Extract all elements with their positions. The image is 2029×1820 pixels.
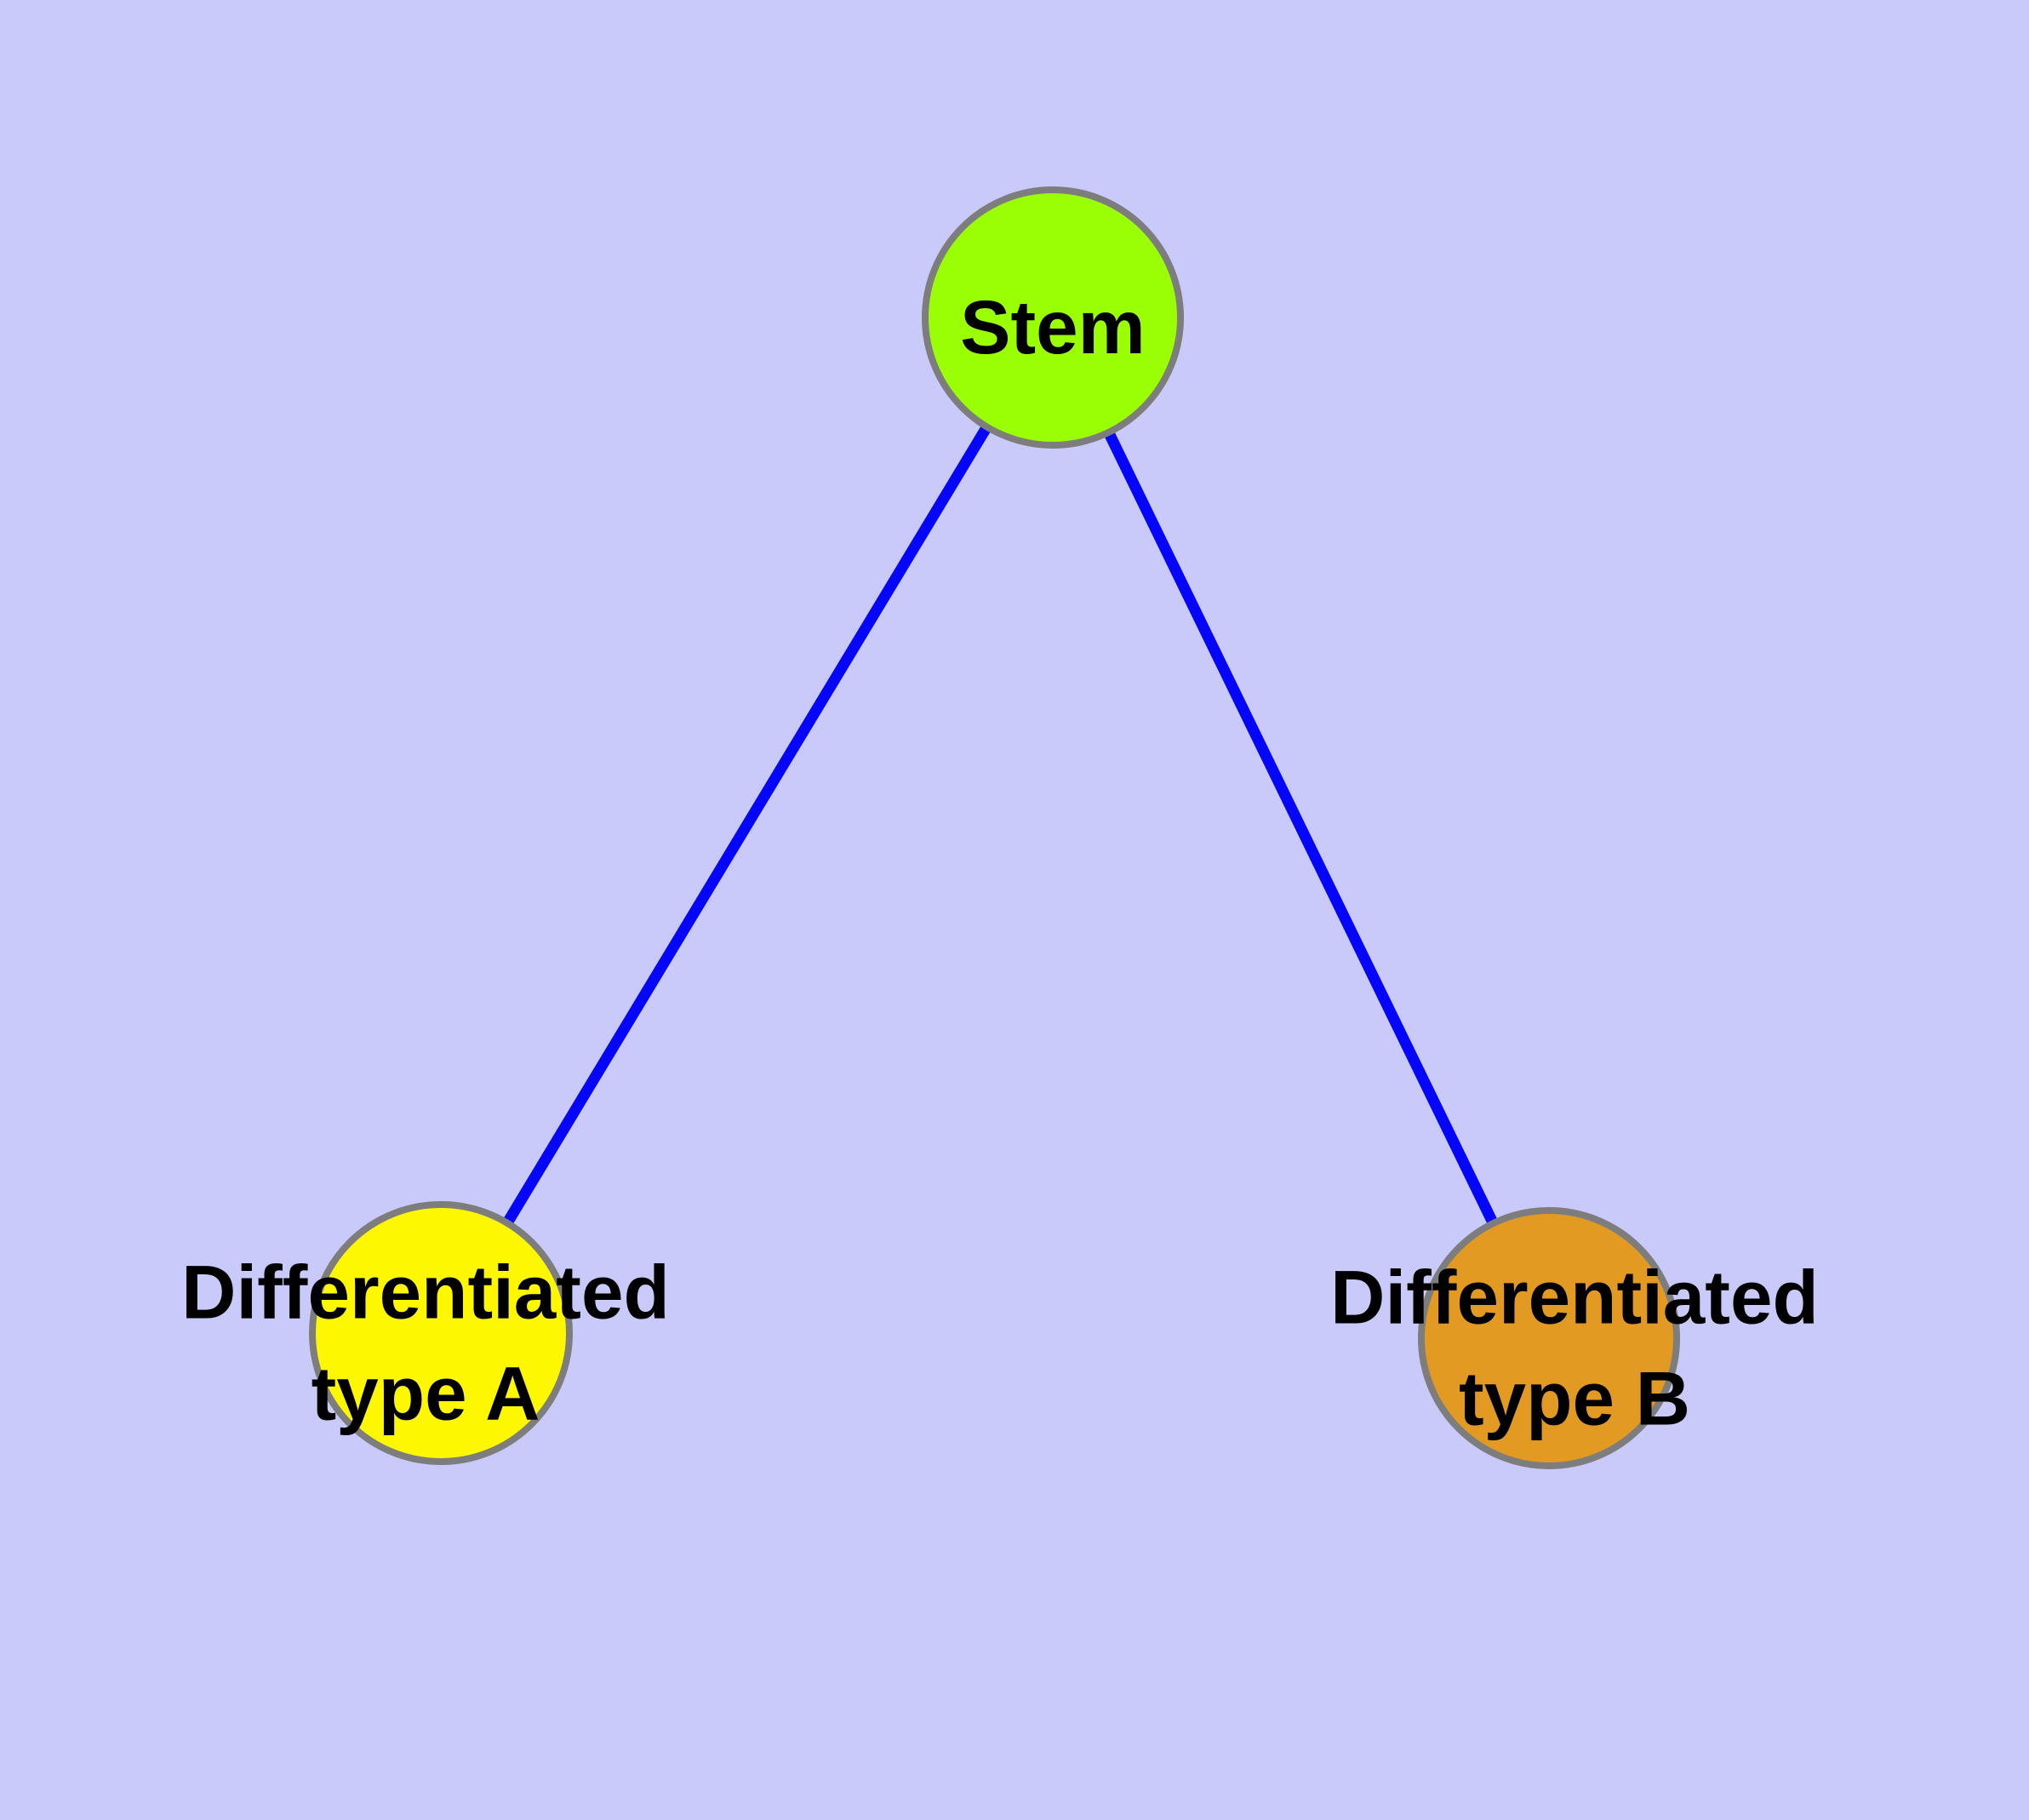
node-label-differentiated-type-a-line-1: Differentiated <box>181 1250 670 1335</box>
node-label-stem-line-1: Stem <box>960 284 1146 369</box>
edge-stem-to-differentiated-type-a <box>436 314 1058 1336</box>
node-stem <box>922 186 1184 449</box>
node-label-differentiated-type-b-line-2: type B <box>1459 1356 1690 1441</box>
node-label-differentiated-type-b-line-1: Differentiated <box>1330 1255 1819 1340</box>
node-differentiated-type-b <box>1418 1207 1680 1469</box>
node-label-differentiated-type-a-line-2: type A <box>311 1351 540 1436</box>
node-differentiated-type-a <box>309 1201 573 1465</box>
edge-stem-to-differentiated-type-b <box>1048 315 1554 1341</box>
